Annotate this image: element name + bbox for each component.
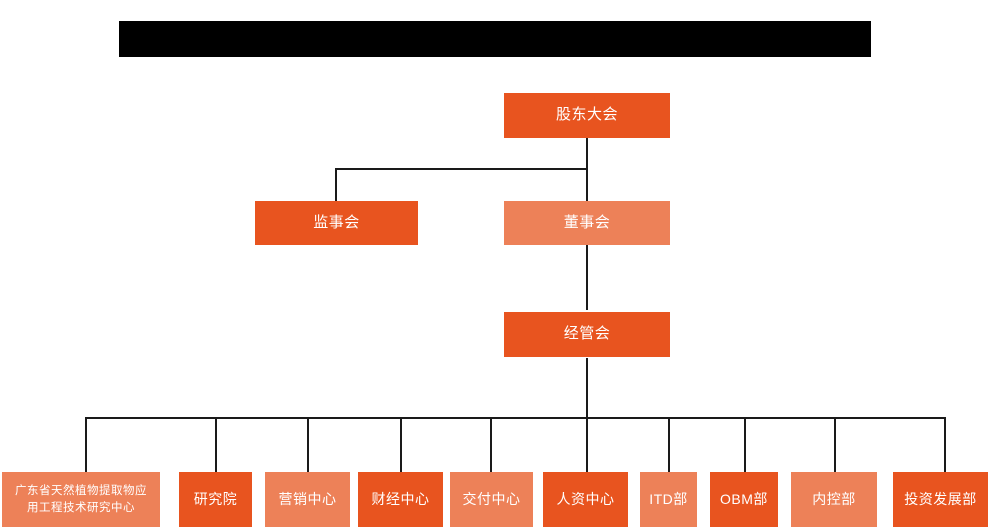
- node-hr-center[interactable]: 人资中心: [543, 472, 628, 527]
- node-shareholders-meeting[interactable]: 股东大会: [504, 93, 670, 138]
- connector-drop-obm-department: [744, 417, 746, 472]
- node-itd-department[interactable]: ITD部: [640, 472, 697, 527]
- connector-drop-delivery-center: [490, 417, 492, 472]
- connector-shareholders-down: [586, 138, 588, 170]
- node-finance-center[interactable]: 财经中心: [358, 472, 443, 527]
- node-investment-development-department[interactable]: 投资发展部: [893, 472, 988, 527]
- node-research-institute[interactable]: 研究院: [179, 472, 252, 527]
- node-label-marketing-center: 营销中心: [278, 490, 337, 507]
- node-label-hr-center: 人资中心: [556, 490, 615, 507]
- connector-drop-investment-development-department: [944, 417, 946, 472]
- node-board-of-supervisors[interactable]: 监事会: [255, 201, 418, 245]
- node-guangdong-research-center[interactable]: 广东省天然植物提取物应 用工程技术研究中心: [2, 472, 160, 527]
- node-internal-control-department[interactable]: 内控部: [791, 472, 877, 527]
- connector-drop-research-institute: [215, 417, 217, 472]
- connector-drop-hr-center: [586, 417, 588, 472]
- node-delivery-center[interactable]: 交付中心: [450, 472, 533, 527]
- node-label-shareholders-meeting: 股东大会: [555, 106, 618, 124]
- node-label-guangdong-research-center: 广东省天然植物提取物应 用工程技术研究中心: [15, 484, 147, 514]
- node-label-research-institute: 研究院: [193, 490, 238, 507]
- node-label-board-of-supervisors: 监事会: [313, 213, 360, 231]
- node-marketing-center[interactable]: 营销中心: [265, 472, 350, 527]
- node-label-itd-department: ITD部: [649, 490, 688, 507]
- node-label-investment-development-department: 投资发展部: [904, 490, 977, 507]
- node-label-finance-center: 财经中心: [371, 490, 430, 507]
- node-management-committee[interactable]: 经管会: [504, 312, 670, 357]
- connector-management-down: [586, 358, 588, 418]
- redacted-title-bar: [119, 21, 871, 57]
- node-obm-department[interactable]: OBM部: [710, 472, 778, 527]
- connector-directors-drop: [586, 168, 588, 201]
- node-label-obm-department: OBM部: [720, 490, 768, 507]
- node-board-of-directors[interactable]: 董事会: [504, 201, 670, 245]
- connector-supervisors-drop: [335, 168, 337, 201]
- node-label-internal-control-department: 内控部: [812, 490, 856, 507]
- node-label-management-committee: 经管会: [563, 325, 611, 343]
- connector-drop-guangdong-research-center: [85, 417, 87, 472]
- connector-drop-marketing-center: [307, 417, 309, 472]
- node-label-board-of-directors: 董事会: [563, 213, 611, 231]
- node-label-delivery-center: 交付中心: [462, 490, 521, 507]
- connector-drop-finance-center: [400, 417, 402, 472]
- connector-level2-bus: [335, 168, 588, 170]
- connector-drop-itd-department: [668, 417, 670, 472]
- connector-departments-bus: [85, 417, 946, 419]
- connector-directors-to-management: [586, 243, 588, 310]
- connector-drop-internal-control-department: [834, 417, 836, 472]
